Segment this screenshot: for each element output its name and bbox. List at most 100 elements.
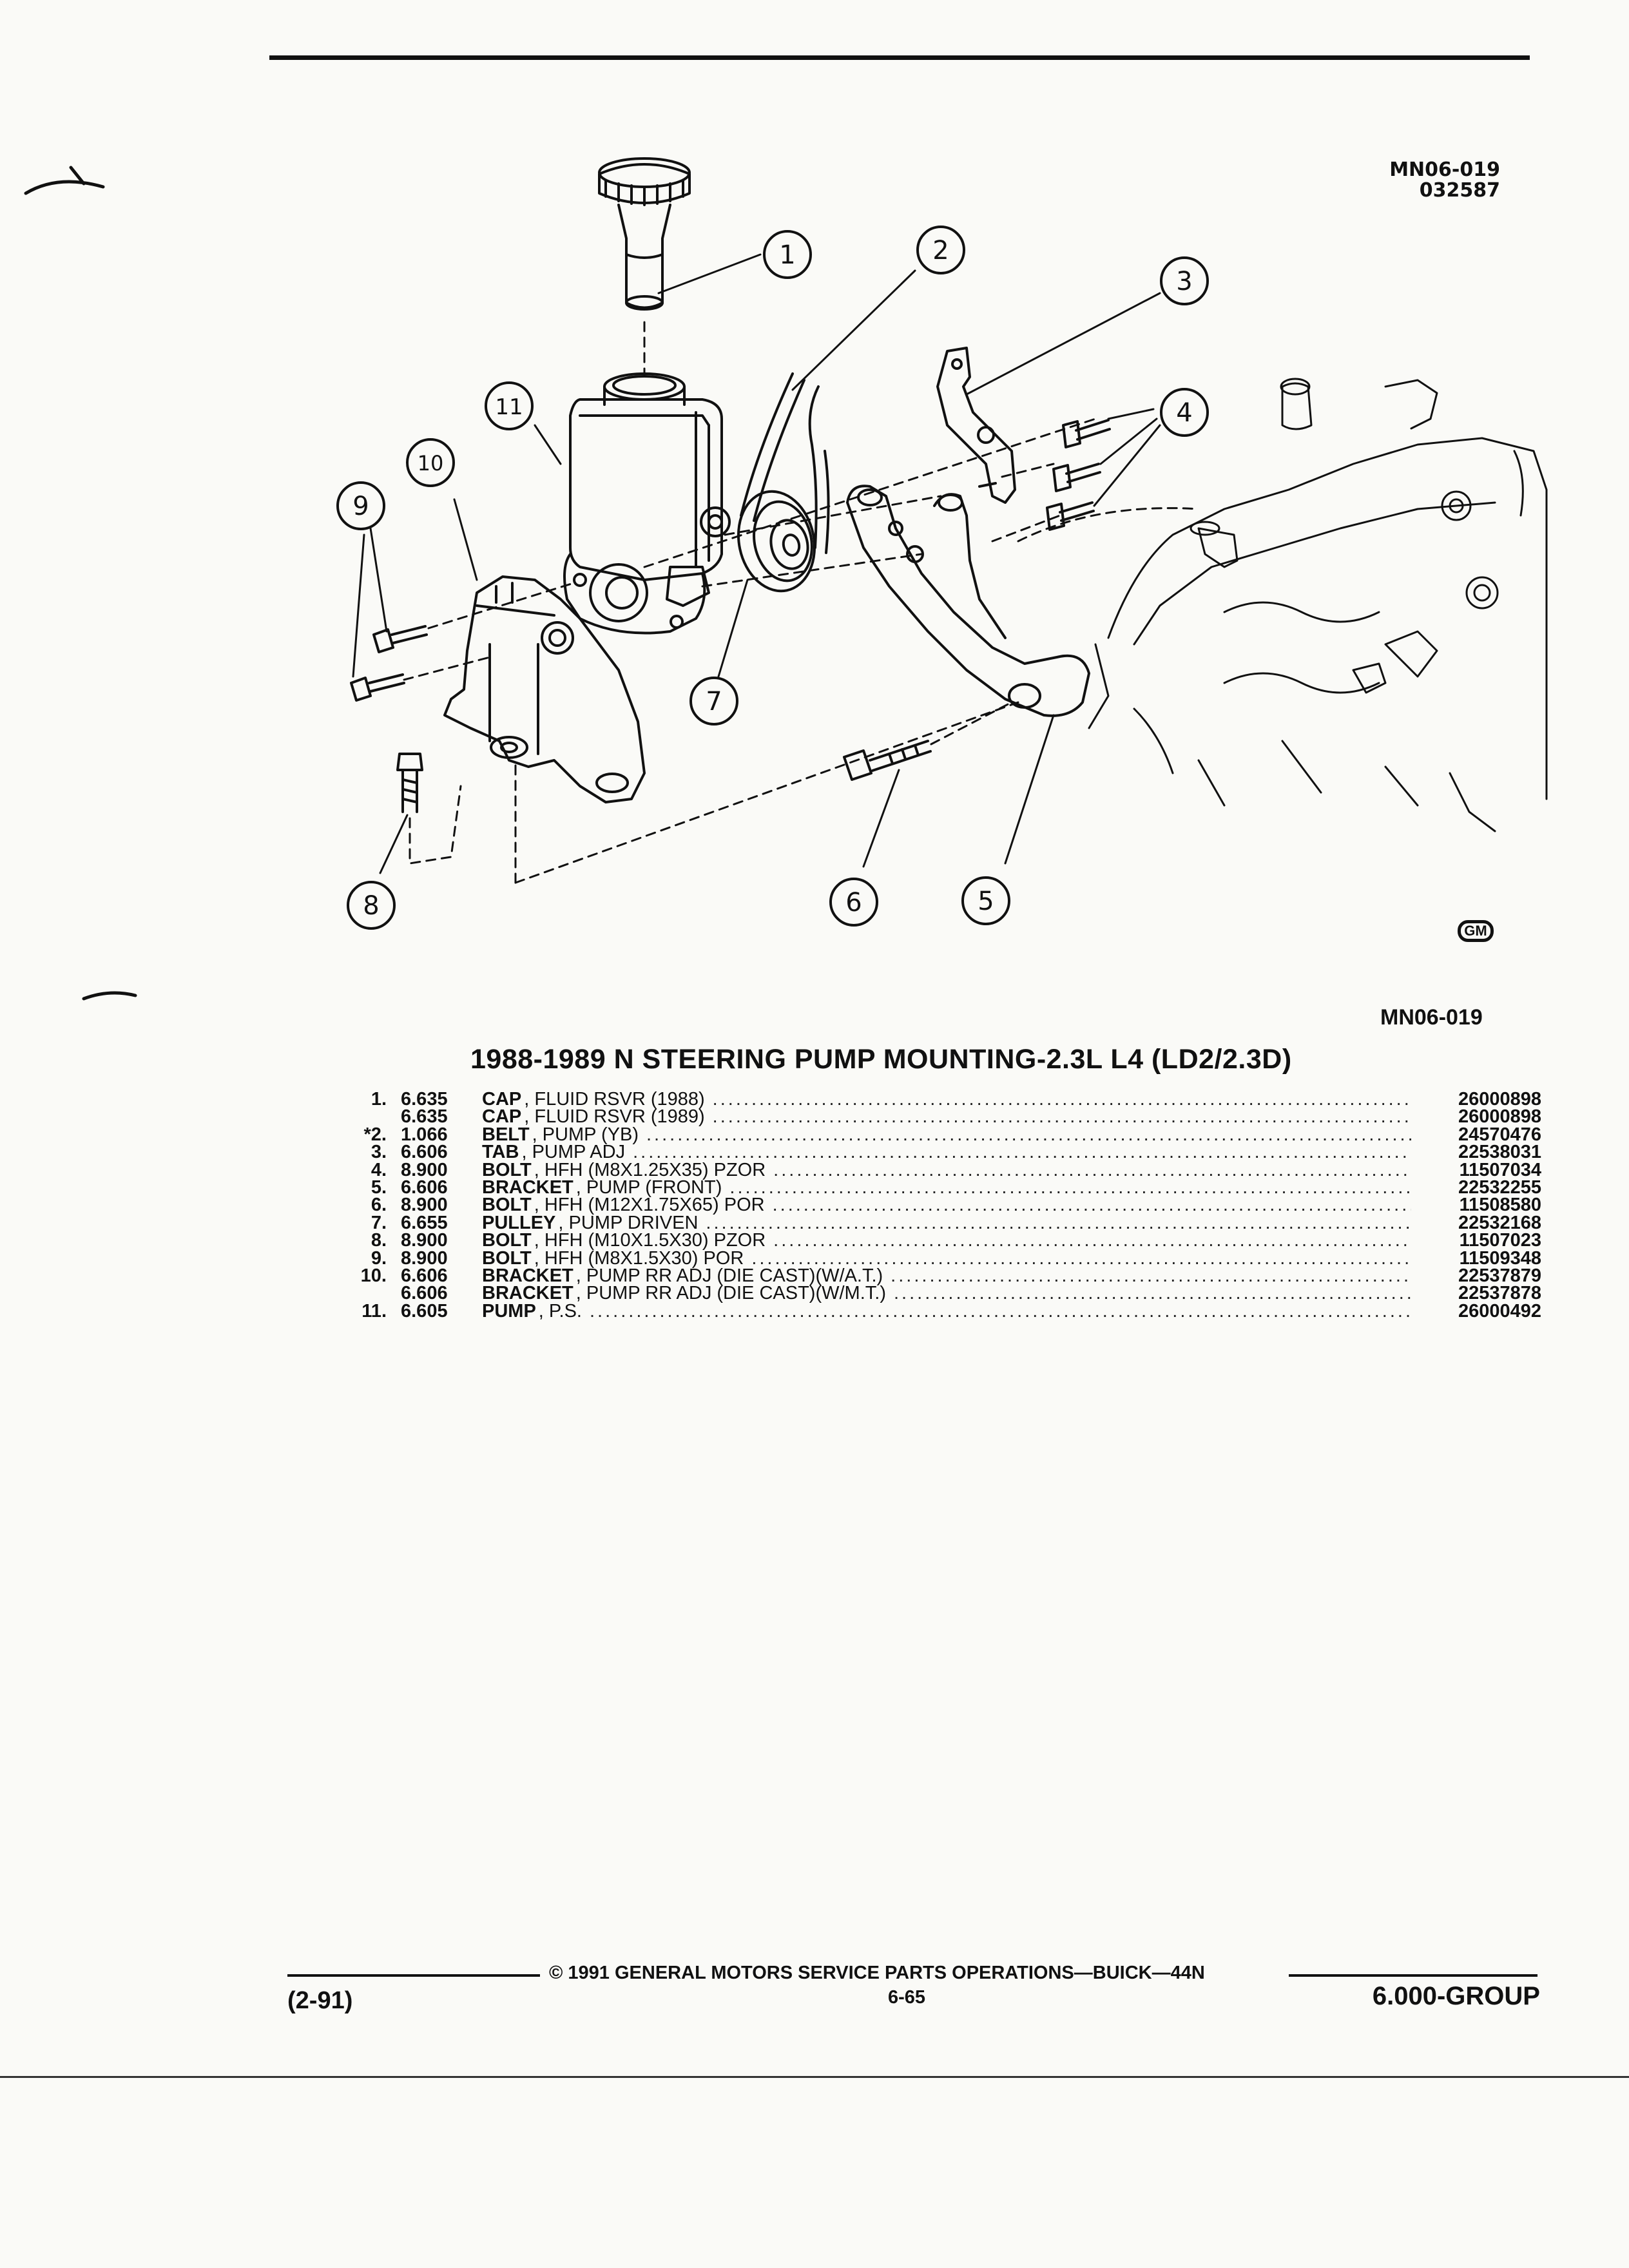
footer-page-number: 6-65 bbox=[888, 1987, 926, 2008]
pump-rear-bracket-drawing bbox=[443, 575, 646, 803]
exploded-parts-diagram: 1 2 3 4 5 6 7 8 9 10 11 bbox=[24, 157, 1548, 1001]
part-description: , HFH (M8X1.25X35) PZOR bbox=[534, 1159, 766, 1180]
gm-logo: GM bbox=[1458, 920, 1494, 942]
callout-labels: 1 2 3 4 5 6 7 8 9 10 11 bbox=[352, 236, 1192, 921]
footer-group: 6.000-GROUP bbox=[1372, 1982, 1540, 2010]
callout-9 bbox=[336, 481, 385, 530]
scan-mark-2 bbox=[82, 991, 137, 1001]
callout-label-7: 7 bbox=[706, 687, 722, 716]
dot-leader: ........................................… bbox=[712, 1091, 1411, 1109]
callout-11 bbox=[485, 381, 534, 430]
dot-leader: ........................................… bbox=[646, 1126, 1411, 1144]
dot-leader: ........................................… bbox=[633, 1144, 1411, 1162]
group-number: 8.900 bbox=[401, 1159, 448, 1180]
group-number: 6.655 bbox=[401, 1212, 448, 1233]
part-number: 22532255 bbox=[1458, 1177, 1541, 1198]
callout-label-5: 5 bbox=[978, 887, 994, 916]
part-number: 11507034 bbox=[1459, 1159, 1541, 1180]
group-number: 6.606 bbox=[401, 1283, 448, 1304]
part-description: , PUMP (YB) bbox=[532, 1124, 639, 1145]
group-number: 1.066 bbox=[401, 1124, 448, 1145]
callout-label-6: 6 bbox=[845, 888, 862, 918]
dot-leader: ........................................… bbox=[891, 1267, 1411, 1285]
callout-4 bbox=[1160, 388, 1209, 437]
part-name: BELT bbox=[482, 1124, 530, 1145]
page-title: 1988-1989 N STEERING PUMP MOUNTING-2.3L … bbox=[470, 1044, 1292, 1075]
parts-row: 9. 8.900 BOLT , HFH (M8X1.5X30) POR ....… bbox=[342, 1247, 1541, 1269]
parts-row: 8. 8.900 BOLT , HFH (M10X1.5X30) PZOR ..… bbox=[342, 1230, 1541, 1251]
part-name: BRACKET bbox=[482, 1177, 574, 1198]
engine-block-drawing bbox=[1088, 378, 1548, 832]
item-number: *2. bbox=[363, 1124, 387, 1145]
part-description: , HFH (M12X1.75X65) POR bbox=[534, 1195, 765, 1216]
parts-row: 5. 6.606 BRACKET , PUMP (FRONT) ........… bbox=[342, 1177, 1541, 1198]
group-number: 6.635 bbox=[401, 1089, 448, 1110]
item-number: 10. bbox=[360, 1265, 387, 1286]
dot-leader: ........................................… bbox=[589, 1302, 1411, 1321]
callout-label-3: 3 bbox=[1176, 267, 1192, 296]
top-rule bbox=[269, 55, 1530, 60]
part-number: 24570476 bbox=[1458, 1124, 1541, 1145]
callout-10 bbox=[406, 438, 455, 487]
callout-8 bbox=[347, 881, 396, 930]
part-description: , PUMP DRIVEN bbox=[558, 1212, 699, 1233]
part-description: , PUMP ADJ bbox=[521, 1142, 626, 1163]
parts-row: 3. 6.606 TAB , PUMP ADJ ................… bbox=[342, 1142, 1541, 1163]
item-number: 4. bbox=[371, 1159, 387, 1180]
reservoir-cap-drawing bbox=[598, 157, 691, 311]
group-number: 6.605 bbox=[401, 1300, 448, 1321]
figure-code-top: MN06-019 032587 bbox=[1389, 160, 1500, 201]
footer-rule-right bbox=[1289, 1974, 1537, 1977]
item-number: 9. bbox=[371, 1247, 387, 1269]
pump-front-bracket-drawing bbox=[846, 485, 1090, 717]
callout-circles bbox=[336, 226, 1209, 930]
dot-leader: ........................................… bbox=[893, 1285, 1411, 1303]
parts-row: 10. 6.606 BRACKET , PUMP RR ADJ (DIE CAS… bbox=[342, 1265, 1541, 1286]
adjust-bolts-drawing bbox=[1046, 419, 1111, 531]
part-name: PUMP bbox=[482, 1300, 536, 1321]
callout-label-4: 4 bbox=[1176, 398, 1192, 428]
item-number: 6. bbox=[371, 1195, 387, 1216]
part-name: TAB bbox=[482, 1142, 519, 1163]
callout-1 bbox=[763, 230, 812, 279]
part-name: PULLEY bbox=[482, 1212, 556, 1233]
group-number: 6.606 bbox=[401, 1177, 448, 1198]
callout-6 bbox=[829, 878, 878, 927]
part-number: 22537879 bbox=[1458, 1265, 1541, 1286]
item-number: 1. bbox=[371, 1089, 387, 1110]
part-number: 22538031 bbox=[1458, 1142, 1541, 1163]
figure-code-line-1: MN06-019 bbox=[1389, 159, 1500, 181]
callout-label-1: 1 bbox=[779, 240, 795, 270]
part-description: , P.S. bbox=[538, 1300, 582, 1321]
part-description: , HFH (M10X1.5X30) PZOR bbox=[534, 1230, 766, 1251]
parts-row: 4. 8.900 BOLT , HFH (M8X1.25X35) PZOR ..… bbox=[342, 1159, 1541, 1180]
group-number: 8.900 bbox=[401, 1247, 448, 1269]
callout-label-10: 10 bbox=[418, 451, 444, 476]
parts-list: 1. 6.635 CAP , FLUID RSVR (1988) .......… bbox=[342, 1089, 1541, 1321]
part-name: CAP bbox=[482, 1106, 522, 1128]
footer-rule-left bbox=[287, 1974, 540, 1977]
part-name: BRACKET bbox=[482, 1265, 574, 1286]
callout-label-2: 2 bbox=[932, 236, 949, 265]
bottom-rule bbox=[0, 2076, 1629, 2078]
leader-lines bbox=[352, 253, 1161, 874]
part-description: , FLUID RSVR (1988) bbox=[524, 1089, 705, 1110]
part-number: 22532168 bbox=[1458, 1212, 1541, 1233]
dot-leader: ........................................… bbox=[773, 1232, 1411, 1250]
part-name: BOLT bbox=[482, 1247, 532, 1269]
part-number: 26000898 bbox=[1458, 1089, 1541, 1110]
part-number: 26000492 bbox=[1458, 1300, 1541, 1321]
group-number: 6.606 bbox=[401, 1265, 448, 1286]
callout-label-8: 8 bbox=[363, 891, 379, 921]
part-number: 22537878 bbox=[1458, 1283, 1541, 1304]
part-name: CAP bbox=[482, 1089, 522, 1110]
dot-leader: ........................................… bbox=[712, 1108, 1411, 1126]
item-number: 8. bbox=[371, 1230, 387, 1251]
part-description: , HFH (M8X1.5X30) POR bbox=[534, 1247, 744, 1269]
alignment-lines bbox=[403, 418, 1200, 884]
figure-code-line-2: 032587 bbox=[1419, 179, 1500, 202]
callout-7 bbox=[689, 677, 738, 726]
figure-code-bottom: MN06-019 bbox=[1380, 1005, 1483, 1030]
part-description: , PUMP RR ADJ (DIE CAST)(W/A.T.) bbox=[575, 1265, 883, 1286]
group-number: 8.900 bbox=[401, 1195, 448, 1216]
